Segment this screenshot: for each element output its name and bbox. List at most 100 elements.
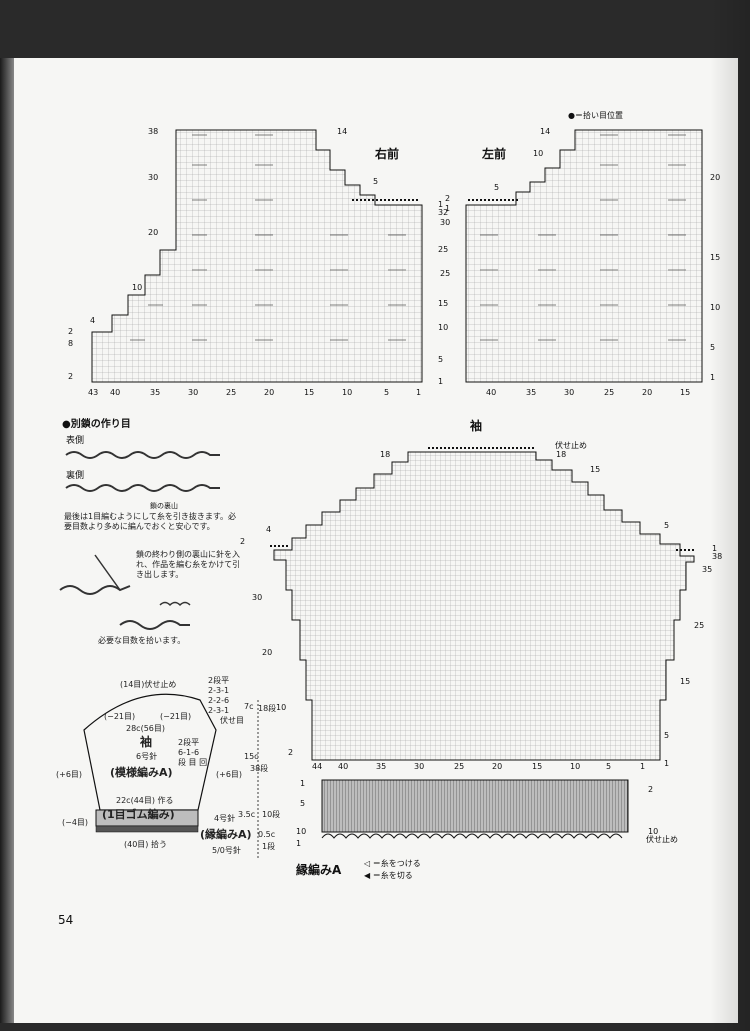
crochet-chain-section: ●別鎖の作り目 表側 裏側 鎖の裏山 [59,417,220,630]
sleeve-tick: 44 [312,762,322,771]
rf-tick: 10 [342,388,352,397]
schem-plus-right: (+6目) [216,770,243,779]
sleeve-tick: 25 [454,762,464,771]
right-front-title: 右前 [374,146,399,161]
rf-row-30: 30 [148,173,158,182]
lf-r-15: 15 [710,253,720,262]
schem-left-minus: (−21目) [104,712,136,721]
rf-r-5b: 5 [438,355,443,364]
schem-rib-needle: 4号針 [214,814,236,823]
left-front-chart: 左前 14 10 5 2 1 30 25 20 15 10 5 1 40 35 … [440,127,720,397]
schem-r1: 2段平 [208,676,230,685]
schem-h2: 15c [244,752,259,761]
schem-inc3: 段 目 回 [178,758,208,767]
schem-pattern: (模様編みA) [110,766,173,779]
rf-r-15: 15 [438,299,448,308]
schem-h4: 0.5c [258,830,276,839]
sleeve-l-10: 10 [276,703,286,712]
sleeve-r-35: 35 [702,565,712,574]
book-spine [0,58,14,1023]
schem-plus-left: (+6目) [56,770,83,779]
sleeve-tick: 35 [376,762,386,771]
edging-row-5: 5 [300,799,305,808]
rf-row-20: 20 [148,228,158,237]
left-front-title: 左前 [481,146,506,161]
sleeve-l-18: 18 [380,450,390,459]
lf-l-5a: 5 [494,183,499,192]
sleeve-t-18: 18 [556,450,566,459]
rf-tick: 40 [110,388,120,397]
edging-bind-off: 伏せ止め [646,834,678,844]
schem-cuff: 22c(44目) 作る [116,796,174,805]
schem-pick: (40目) 拾う [124,840,167,849]
sleeve-l-4: 4 [266,525,271,534]
sleeve-l-2b: 2 [288,748,293,757]
sleeve-l-20: 20 [262,648,272,657]
sleeve-chart: 袖 伏せ止め 18 18 15 5 1 38 35 25 15 5 1 4 2 … [240,418,722,771]
sleeve-r-25: 25 [694,621,704,630]
rf-small-4: 4 [90,316,95,325]
crochet-back-label: 裏側 [66,469,84,481]
rf-tick: 1 [416,388,421,397]
lf-tick: 40 [486,388,496,397]
lf-top-14: 14 [540,127,550,136]
lf-r-5: 5 [710,343,715,352]
rf-row-2a: 2 [68,327,73,336]
edging-row-10: 10 [296,827,306,836]
schem-rib: (1目ゴム編み) [102,808,175,821]
schem-h4b: 1段 [262,842,276,851]
sleeve-t-15: 15 [590,465,600,474]
sleeve-tick: 1 [640,762,645,771]
schem-edging: (縁編みA) [200,828,252,841]
rf-tick: 25 [226,388,236,397]
schem-needle: 6号針 [136,752,158,761]
sleeve-bind-off: 伏せ止め [555,440,587,450]
crochet-back-mountain: 鎖の裏山 [150,501,178,510]
lf-tick: 15 [680,388,690,397]
sleeve-tick: 15 [532,762,542,771]
crochet-note-2: 鎖の終わり側の裏山に針を入れ、作品を編む糸をかけて引き出します。 [136,550,241,579]
rf-tick: 30 [188,388,198,397]
sleeve-tick: 5 [606,762,611,771]
lf-l-1a: 1 [445,204,450,213]
rf-tick: 5 [384,388,389,397]
schem-h3: 3.5c [238,810,256,819]
sleeve-t-5: 5 [664,521,669,530]
rf-r-1b: 1 [438,377,443,386]
rf-tick: 43 [88,388,98,397]
schem-r5: 伏せ目 [220,716,244,725]
schem-right-minus: (−21目) [160,712,192,721]
crochet-front-label: 表側 [66,434,84,446]
edging-row-1: 1 [300,779,305,788]
rf-tick: 35 [150,388,160,397]
sleeve-tick: 30 [414,762,424,771]
lf-r-1: 1 [710,373,715,382]
sleeve-tick: 10 [570,762,580,771]
lf-tick: 30 [564,388,574,397]
page-curl-shadow [710,0,750,1031]
rf-r-10: 10 [438,323,448,332]
sleeve-l-30: 30 [252,593,262,602]
schem-h3b: 10段 [262,810,281,819]
schem-r2: 2-3-1 [208,686,230,695]
rf-row-38: 38 [148,127,158,136]
rf-r-32: 32 [438,208,448,217]
sleeve-r-15: 15 [680,677,690,686]
schem-h2b: 38段 [250,764,269,773]
sleeve-tick: 20 [492,762,502,771]
rf-r-5a: 5 [373,177,378,186]
page-number: 54 [58,913,74,927]
sleeve-title: 袖 [470,418,482,433]
sleeve-r-1: 1 [664,759,669,768]
sleeve-t-1: 1 [712,544,717,553]
right-front-chart: 右前 38 30 20 10 2 8 2 4 14 5 1 32 25 15 1… [68,127,448,397]
edging-title: 縁編みA [296,862,342,877]
legend-pickup: ●＝拾い目位置 [568,110,623,120]
sleeve-schematic [83,693,259,860]
lf-l-25: 25 [440,269,450,278]
lf-tick: 20 [642,388,652,397]
sleeve-r-5: 5 [664,731,669,740]
crochet-note-3: 必要な目数を拾います。 [98,636,186,645]
schem-h1b: 18段 [258,704,277,713]
